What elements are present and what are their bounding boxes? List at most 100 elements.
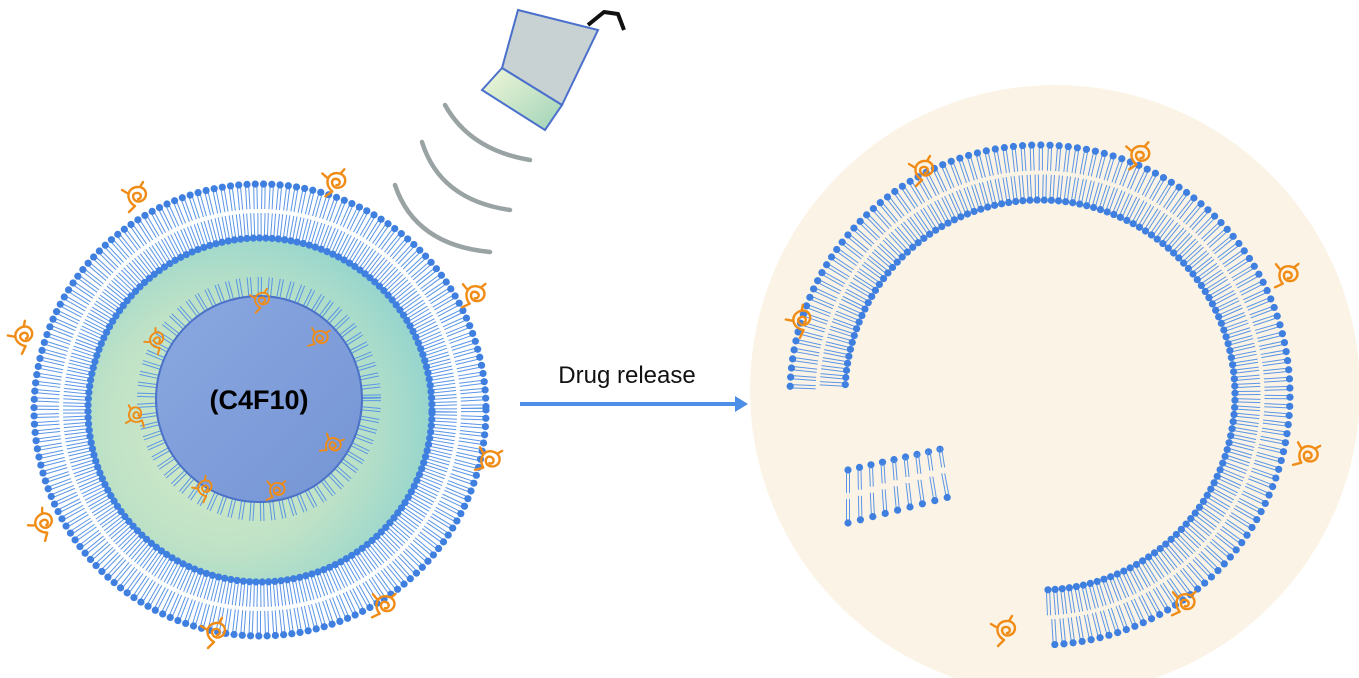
lipid bbox=[342, 555, 361, 582]
lipid bbox=[891, 187, 912, 214]
lipid bbox=[432, 292, 459, 311]
lipid bbox=[810, 285, 838, 302]
lipid bbox=[333, 314, 350, 331]
lipid bbox=[285, 281, 295, 301]
lipid bbox=[38, 346, 67, 359]
lipid bbox=[820, 365, 851, 374]
lipid bbox=[359, 372, 379, 381]
lipid bbox=[1207, 485, 1235, 504]
lipid bbox=[133, 539, 156, 565]
lipid bbox=[368, 536, 390, 561]
lipid bbox=[1237, 497, 1265, 516]
lipid bbox=[46, 323, 74, 338]
lipid bbox=[1180, 244, 1204, 267]
lipid bbox=[120, 225, 141, 251]
lipid bbox=[299, 218, 312, 248]
lipid bbox=[249, 501, 255, 521]
lipid bbox=[371, 261, 393, 286]
lipid bbox=[226, 182, 236, 211]
lipid bbox=[142, 360, 162, 370]
lipid bbox=[424, 440, 454, 452]
lipid bbox=[1002, 177, 1013, 207]
lipid bbox=[956, 154, 971, 184]
lipid bbox=[1103, 187, 1118, 216]
lipid bbox=[927, 203, 946, 231]
lipid bbox=[47, 484, 76, 501]
lipid bbox=[75, 469, 104, 484]
lipid bbox=[83, 319, 111, 336]
lipid bbox=[224, 575, 235, 605]
lipid bbox=[276, 278, 284, 299]
lipid bbox=[84, 486, 112, 504]
lipid bbox=[268, 180, 276, 210]
lipid bbox=[424, 278, 450, 298]
lipid bbox=[1062, 176, 1072, 206]
peptide-ligand-icon bbox=[1273, 262, 1300, 289]
lipid bbox=[409, 318, 437, 336]
lipid bbox=[362, 396, 381, 402]
lipid bbox=[30, 412, 60, 420]
probe-cable bbox=[586, 10, 626, 31]
lipid bbox=[1040, 174, 1048, 204]
lipid bbox=[417, 531, 443, 553]
lipid bbox=[454, 353, 484, 366]
lipid bbox=[290, 183, 301, 212]
lipid bbox=[1243, 286, 1271, 304]
lipid bbox=[434, 506, 461, 525]
lipid bbox=[1263, 411, 1293, 420]
lipid bbox=[210, 185, 222, 214]
lipid bbox=[1260, 347, 1290, 359]
lipid bbox=[1141, 169, 1160, 197]
lipid bbox=[31, 387, 60, 396]
peptide-ligand-icon bbox=[199, 616, 227, 650]
lipid bbox=[1093, 577, 1107, 607]
lipid bbox=[1145, 553, 1165, 580]
lipid bbox=[1187, 515, 1212, 537]
lipid bbox=[210, 573, 223, 602]
lipid bbox=[418, 465, 446, 480]
lipid bbox=[1206, 225, 1231, 248]
lipid bbox=[1189, 256, 1215, 278]
lipid bbox=[419, 344, 448, 359]
lipid bbox=[69, 451, 98, 464]
ligand-group bbox=[6, 141, 1322, 650]
lipid bbox=[1086, 579, 1099, 609]
lipid bbox=[417, 337, 445, 353]
lipid bbox=[1018, 175, 1027, 205]
lipid bbox=[317, 225, 333, 253]
lipid bbox=[131, 257, 153, 282]
lipid bbox=[80, 325, 108, 342]
lipid bbox=[363, 540, 385, 566]
lipid bbox=[1262, 419, 1292, 429]
lipid bbox=[407, 542, 432, 565]
lipid bbox=[426, 434, 455, 445]
lipid bbox=[91, 497, 118, 517]
lipid bbox=[163, 200, 180, 228]
lipid bbox=[1205, 283, 1233, 302]
lipid bbox=[426, 379, 456, 389]
lipid bbox=[235, 181, 244, 211]
lipid bbox=[263, 610, 271, 640]
peptide-ligand-icon bbox=[370, 592, 397, 619]
lipid bbox=[98, 552, 121, 576]
lipid bbox=[62, 511, 89, 530]
lipid bbox=[322, 599, 336, 628]
lipid bbox=[1037, 141, 1045, 171]
lipid bbox=[77, 332, 105, 348]
lipid bbox=[137, 381, 158, 389]
lipid bbox=[71, 523, 97, 544]
lipid bbox=[415, 265, 440, 286]
lipid bbox=[1116, 193, 1133, 221]
lipid bbox=[1054, 175, 1064, 205]
lipid bbox=[252, 578, 260, 607]
lipid bbox=[1091, 612, 1104, 642]
lipid bbox=[1201, 276, 1229, 296]
lipid bbox=[99, 507, 125, 528]
lipid bbox=[973, 149, 986, 179]
lipid bbox=[453, 345, 482, 358]
lipid bbox=[802, 302, 832, 317]
lipid bbox=[1177, 525, 1202, 549]
lipid bbox=[814, 277, 842, 295]
lipid bbox=[1259, 338, 1289, 350]
fragment-lipid-pair bbox=[844, 466, 852, 527]
